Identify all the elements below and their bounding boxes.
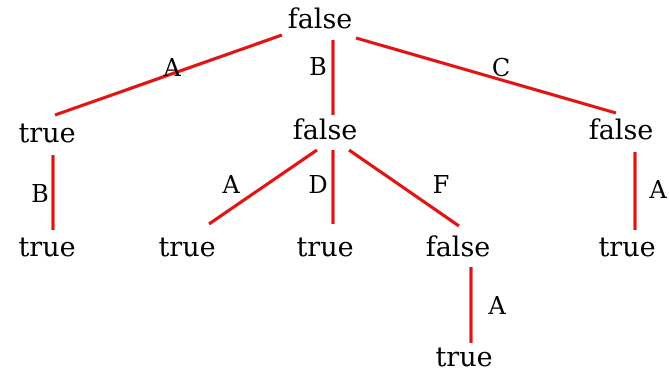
edge-labels: A B C B A D F A A [31,53,667,320]
node-b-d: true [296,232,353,263]
node-b: false [293,115,358,146]
edge-label-b-a: A [221,171,240,199]
edge-b-f [348,148,460,228]
edge-label-b-f: F [433,171,450,199]
edge-label-a-b: B [31,180,49,208]
edge-label-root-b: B [309,53,327,81]
node-root: false [288,4,353,35]
node-a: true [18,118,75,149]
node-a-b: true [18,232,75,263]
node-c-a: true [598,232,655,263]
node-c: false [589,115,654,146]
edge-label-b-f-a: A [487,292,506,320]
node-b-a: true [158,232,215,263]
edge-label-c-a: A [648,176,667,204]
node-b-f-a: true [435,342,492,369]
edge-root-a [54,33,283,117]
edge-b-a [208,148,318,226]
edge-label-root-c: C [492,54,510,82]
nodes: false true true false true true false tr… [18,4,655,369]
node-b-f: false [426,232,491,263]
edge-label-root-a: A [162,54,181,82]
edge-label-b-d: D [308,171,327,199]
edge-root-c [355,36,617,115]
edges [51,33,637,343]
